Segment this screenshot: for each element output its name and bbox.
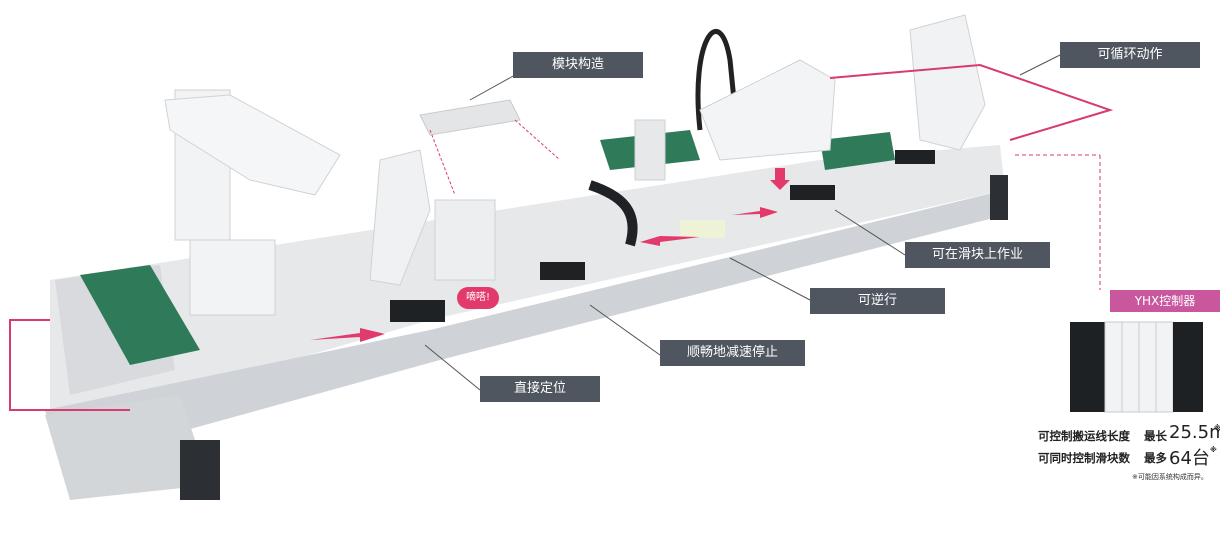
reverse-arrow [640,236,700,246]
leader-module [469,74,516,101]
spec-length-prefix: 最长 [1144,429,1167,443]
leader-work [834,209,906,256]
module-callout-line [429,129,456,196]
module-callout-line-2 [514,119,561,161]
spec-length-label: 可控制搬运线长度 [1038,429,1130,443]
slider-reverse [680,220,725,238]
slider-left [390,300,445,322]
robot-cable [695,28,738,131]
leader-reverse [729,257,811,301]
leader-circulation [1019,54,1061,76]
controller-main-unit [1070,322,1105,412]
label-smooth-stop: 顺畅地减速停止 [660,340,805,366]
controller-title: YHX控制器 [1110,290,1220,312]
down-arrow [770,168,790,190]
articulated-robot-base [434,199,496,281]
right-belt [820,132,895,170]
left-belt [80,265,200,365]
scara-robot-left-arm [164,94,341,196]
spec-count-prefix: 最多 [1144,451,1167,465]
leader-smooth [589,304,661,356]
controller-footnote: ※可能因系统构成而异。 [1132,473,1208,481]
label-direct-positioning: 直接定位 [480,376,600,402]
circulation-line-right [829,63,1114,141]
right-motor [990,175,1008,220]
module-part [419,99,521,136]
spec-count: 可同时控制滑块数 最多 64台 ※ [1038,446,1218,469]
controller-side-unit [1173,322,1203,412]
scara-robot-top [699,59,836,161]
left-motor [180,440,220,500]
leader-direct [424,344,481,391]
label-work-on-slider: 可在滑块上作业 [905,242,1050,268]
cable-chain [588,180,638,247]
articulated-robot-middle [369,149,431,286]
left-bottom-return [45,395,210,500]
spec-length-value: 25.5m [1169,422,1220,443]
label-module-structure: 模块构造 [513,52,643,78]
direct-position-arrow [310,328,385,342]
spec-count-mark: ※ [1210,446,1217,454]
spec-length: 可控制搬运线长度 最长 25.5m ※ [1038,422,1220,444]
slider-middle [540,262,585,280]
articulated-robot-right [909,14,986,151]
scara-robot-left-base [189,239,276,316]
rail-side [45,190,1005,465]
label-circulation: 可循环动作 [1060,42,1200,68]
slider-work [790,185,835,200]
label-reversible: 可逆行 [810,288,945,314]
slider-right [895,150,935,164]
spec-length-mark: ※ [1214,424,1220,432]
circulation-line-left [9,319,130,411]
forward-arrow [732,207,778,218]
scara-robot-top-column [634,119,666,181]
spec-count-label: 可同时控制滑块数 [1038,451,1130,465]
tick-bubble: 嘀嗒! [457,287,499,309]
spec-count-value: 64台 [1169,448,1210,469]
